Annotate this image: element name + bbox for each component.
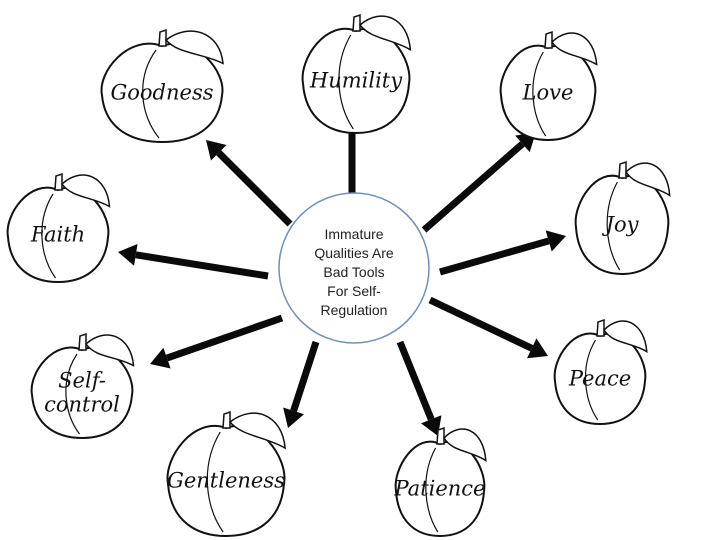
leaf-icon [551,32,598,66]
arrow-head [527,338,548,359]
peach-icon [166,425,286,538]
peach-stem [618,160,627,179]
arrow-shaft [396,340,435,421]
peach-stem [436,426,445,445]
peach-icon [499,44,597,142]
arrow-head [283,407,305,428]
arrow-shaft [135,251,269,280]
fruit-goodness: Goodness [100,28,224,144]
fruit-label-humility: Humility [309,69,403,93]
fruit-humility: Humility [301,13,412,135]
fruit-faith: Faith [6,172,111,284]
fruit-label-goodness: Goodness [110,81,213,105]
center-label-line: Regulation [321,302,388,318]
center-label-line: Immature [324,226,383,242]
arrow-head [150,347,171,369]
peach-crease [206,431,224,533]
peach-icon [574,174,670,276]
fruit-joy: Joy [574,160,671,276]
peach-stem [78,332,87,351]
arrow-head [545,230,566,252]
arrow-shaft [428,296,534,352]
peach-stem [352,13,361,32]
peach-icon [301,27,411,135]
leaf-icon [443,428,487,462]
fruit-label-patience: Patience [393,477,485,501]
center-node: Immature Qualities Are Bad Tools For Sel… [278,192,430,344]
peach-crease [585,339,599,421]
peach-icon [30,346,134,440]
fruit-patience: Patience [393,426,487,538]
fruit-label-love: Love [522,81,574,105]
leaf-icon [164,30,224,65]
fruit-label-faith: Faith [30,223,85,247]
peach-icon [6,186,110,284]
arrow-head [118,243,138,266]
leaf-icon [625,162,671,197]
fruit-self-control: Self-control [30,332,135,440]
fruit-love: Love [499,30,598,142]
fruit-label-gentleness: Gentleness [167,469,285,493]
peach-icon [553,332,647,426]
peach-crease [338,34,354,130]
fruit-label-joy: Joy [602,213,640,237]
leaf-icon [84,334,135,367]
center-label-line: For Self- [327,283,381,299]
arrow-shaft [421,141,525,233]
peach-crease [142,49,160,139]
leaf-icon [603,320,648,354]
peach-stem [596,318,605,337]
peach-icon [394,440,486,538]
peach-icon [100,42,224,144]
arrow-shaft [165,314,284,362]
peach-crease [41,193,56,279]
arrow-head [206,140,227,161]
peach-stem [54,172,63,191]
leaf-icon [60,174,111,208]
arrows-layer [118,104,566,436]
arrow-shaft [216,150,293,227]
center-circle [278,192,430,344]
fruit-label-self-control: control [44,393,120,417]
peach-crease [425,447,439,533]
fruit-label-peace: Peace [568,367,631,391]
center-label-line: Bad Tools [323,264,384,280]
peach-stem [544,30,553,49]
fruit-label-self-control: Self- [58,369,106,393]
leaf-icon [358,15,412,52]
fruit-peace: Peace [553,318,648,426]
peach-crease [65,353,80,435]
arrow-head [421,415,442,436]
arrow-shaft [439,237,550,276]
peach-crease [532,51,547,137]
center-label-line: Qualities Are [314,245,394,261]
arrow-shaft [290,340,320,412]
peach-stem [222,410,231,429]
fruit-gentleness: Gentleness [166,410,286,538]
leaf-icon [228,412,286,450]
peach-stem [158,28,167,47]
peach-crease [606,181,621,271]
